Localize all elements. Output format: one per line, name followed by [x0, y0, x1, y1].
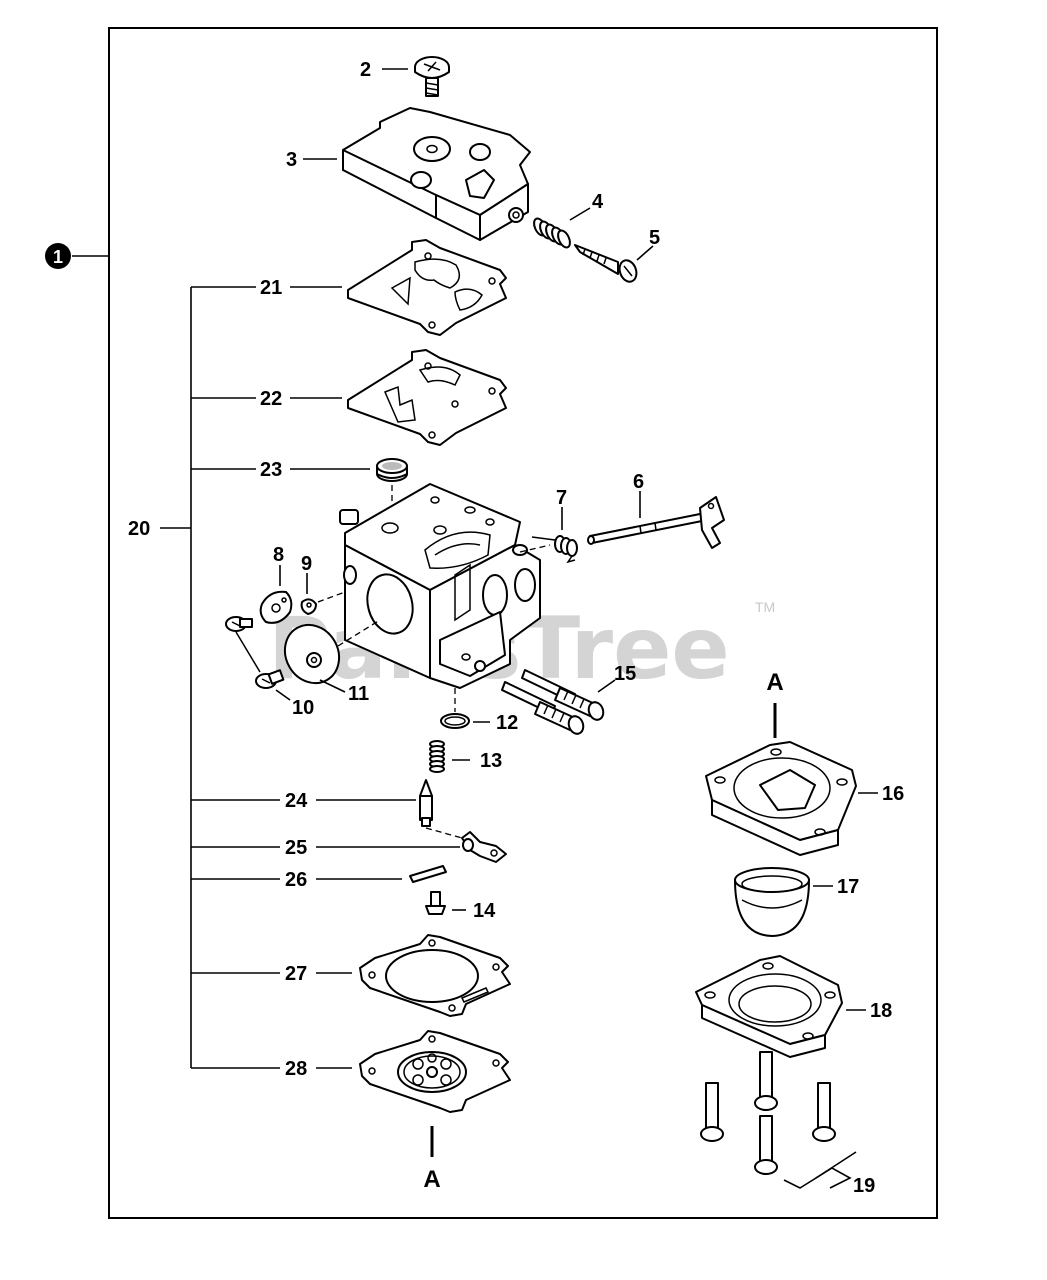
label-28: 28 [285, 1058, 307, 1080]
part-15-needles [501, 669, 605, 735]
label-10: 10 [292, 697, 314, 719]
label-17: 17 [837, 876, 859, 898]
label-8: 9 [301, 553, 312, 575]
part-16-pump-cover [705, 741, 857, 856]
part-22-gasket [347, 349, 507, 446]
label-7: 7 [556, 487, 567, 509]
label-9: 8 [273, 544, 284, 566]
label-16: 16 [882, 783, 904, 805]
label-18: 18 [870, 1000, 892, 1022]
kit-bracket-20 [160, 286, 280, 1069]
part-24-inlet-needle [419, 779, 433, 827]
label-27: 27 [285, 963, 307, 985]
label-23: 23 [260, 459, 282, 481]
part-10-screws [225, 616, 285, 689]
part-13-spring [429, 740, 445, 773]
label-20: 20 [128, 518, 150, 540]
label-11: 11 [348, 683, 369, 705]
part-18-retainer [695, 955, 843, 1058]
part-4-spring [533, 217, 571, 249]
connector-a-top: A [766, 669, 783, 696]
label-3: 3 [286, 149, 297, 171]
label-5: 5 [649, 227, 660, 249]
label-6: 6 [633, 471, 644, 493]
part-19-screws [700, 1051, 836, 1175]
label-14: 14 [473, 900, 496, 922]
label-2: 2 [360, 59, 371, 81]
part-25-lever [461, 831, 507, 863]
part-28-diaphragm [359, 1030, 511, 1113]
label-15: 15 [614, 663, 636, 685]
watermark-trademark: TM [755, 599, 775, 615]
label-4: 4 [592, 191, 604, 213]
assembly-callout-number: 1 [53, 247, 63, 267]
part-26-pin [409, 865, 447, 883]
part-21-gasket [347, 239, 507, 336]
assembly-callout-marker [45, 243, 71, 269]
label-13: 13 [480, 750, 502, 772]
diagram-frame [108, 27, 938, 1219]
part-11-diaphragm [283, 623, 341, 685]
carburetor-body [339, 483, 541, 689]
label-26: 26 [285, 869, 307, 891]
label-25: 25 [285, 837, 307, 859]
part-3-carburetor-cover [342, 107, 531, 241]
part-17-primer-bulb [734, 867, 810, 937]
part-14-screw [425, 891, 446, 915]
label-19: 19 [853, 1175, 875, 1197]
part-6-throttle-shaft [587, 496, 725, 549]
part-5-screw [574, 244, 638, 283]
label-24: 24 [285, 790, 308, 812]
part-23-screen [376, 458, 408, 482]
part-12-o-ring [440, 713, 470, 729]
part-9-plate [259, 590, 293, 624]
label-12: 12 [496, 712, 518, 734]
part-8-clip [300, 598, 317, 615]
label-21: 21 [260, 277, 282, 299]
label-22: 22 [260, 388, 282, 410]
part-7-spring [531, 535, 578, 564]
part-2-screw [414, 56, 450, 97]
part-27-gasket [359, 934, 511, 1017]
connector-a-bottom: A [423, 1166, 440, 1193]
